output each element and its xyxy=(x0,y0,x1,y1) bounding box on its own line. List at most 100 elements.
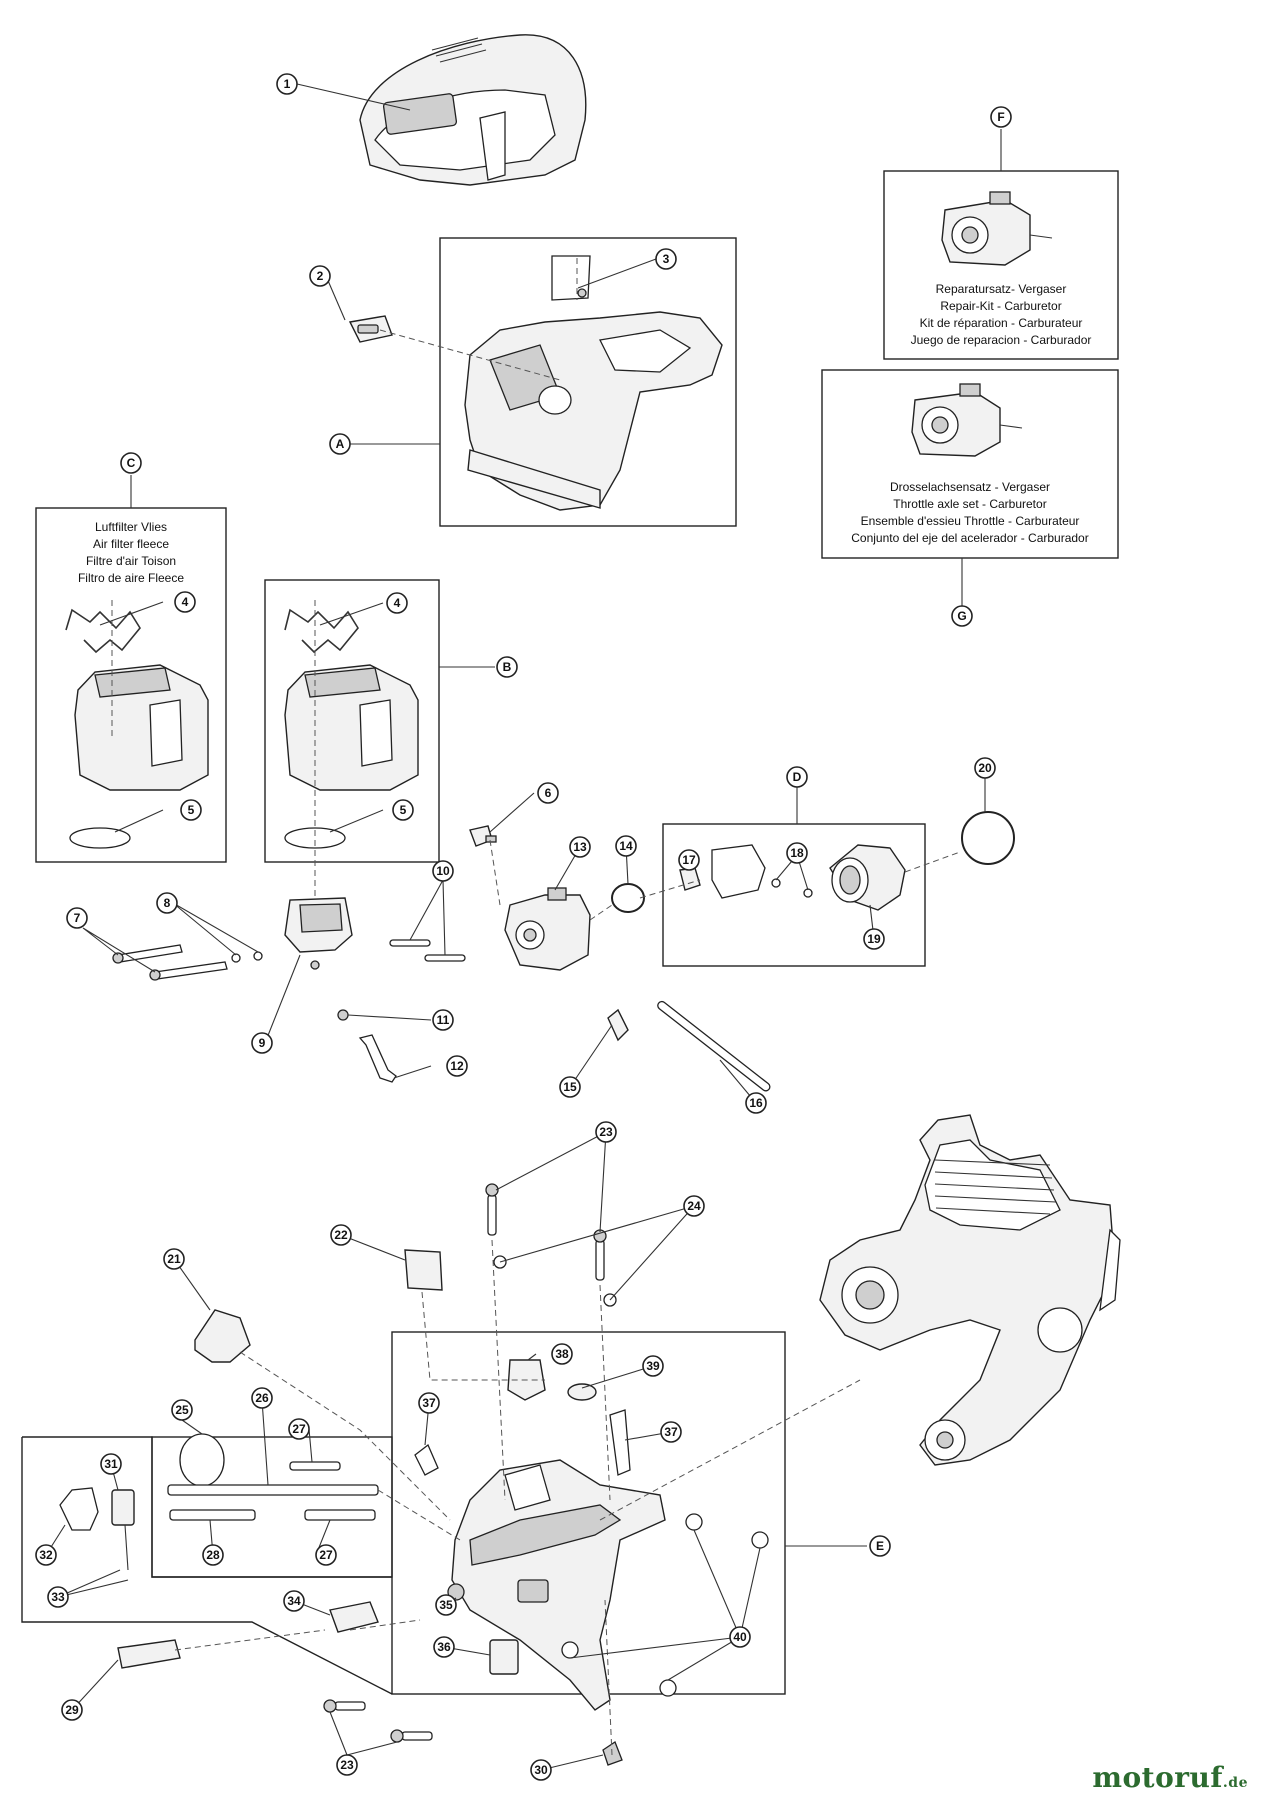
part-pins-10 xyxy=(389,939,466,962)
svg-text:22: 22 xyxy=(334,1228,348,1242)
washer-8b xyxy=(253,951,263,961)
callout-22: 22 xyxy=(330,1224,352,1246)
svg-text:4: 4 xyxy=(182,595,189,609)
rod-28 xyxy=(169,1509,256,1521)
svg-text:1: 1 xyxy=(284,77,291,91)
svg-text:A: A xyxy=(336,437,345,451)
clamp-20 xyxy=(961,811,1015,865)
svg-text:3: 3 xyxy=(663,252,670,266)
caption-g-en: Throttle axle set - Carburetor xyxy=(893,497,1046,511)
callout-40: 40 xyxy=(729,1626,751,1648)
part-clips-37 xyxy=(414,1409,631,1476)
air-filter-b xyxy=(284,664,419,791)
svg-text:14: 14 xyxy=(619,839,633,853)
part-connector-6 xyxy=(469,825,497,847)
bracket-22 xyxy=(404,1249,443,1291)
caption-f-fr: Kit de réparation - Carburateur xyxy=(920,316,1083,330)
part-sleeves-40 xyxy=(561,1513,769,1697)
caption-c-es: Filtro de aire Fleece xyxy=(78,571,184,585)
callout-21: 21 xyxy=(163,1248,185,1270)
svg-text:C: C xyxy=(127,456,136,470)
svg-text:24: 24 xyxy=(687,1199,701,1213)
callout-1: 1 xyxy=(276,73,298,95)
air-filter-c xyxy=(74,664,209,791)
throttle-axle-set xyxy=(911,383,1023,457)
callout-F: F xyxy=(990,106,1012,128)
caption-c-en: Air filter fleece xyxy=(93,537,169,551)
part-carburetor-13 xyxy=(504,887,591,971)
svg-text:2: 2 xyxy=(317,269,324,283)
callout-20: 20 xyxy=(974,757,996,779)
svg-text:4: 4 xyxy=(394,596,401,610)
filter-clip-c xyxy=(65,608,141,654)
part-shroud xyxy=(464,311,723,511)
bracket-15 xyxy=(607,1008,629,1042)
assembly-lines xyxy=(111,258,961,1756)
svg-text:30: 30 xyxy=(534,1763,548,1777)
svg-text:9: 9 xyxy=(259,1036,266,1050)
callout-9: 9 xyxy=(251,1032,273,1054)
engine-block xyxy=(819,1114,1121,1466)
callout-15: 15 xyxy=(559,1076,581,1098)
svg-text:29: 29 xyxy=(65,1703,79,1717)
callout-A: A xyxy=(329,433,351,455)
callout-12: 12 xyxy=(446,1055,468,1077)
carburetor-repair-kit xyxy=(941,191,1053,266)
hose-12 xyxy=(358,1034,397,1083)
part-manifold-19 xyxy=(829,844,906,911)
callout-35: 35 xyxy=(435,1594,457,1616)
callout-23-top: 23 xyxy=(595,1121,617,1143)
washer-18a xyxy=(771,878,781,888)
svg-text:16: 16 xyxy=(749,1096,763,1110)
part-intake-housing-9 xyxy=(284,897,353,970)
rod-27b xyxy=(304,1509,376,1521)
washer-18b xyxy=(803,888,813,898)
svg-text:15: 15 xyxy=(563,1080,577,1094)
brand-tld: .de xyxy=(1222,1775,1248,1791)
callout-D: D xyxy=(786,766,808,788)
callout-29: 29 xyxy=(61,1699,83,1721)
svg-text:17: 17 xyxy=(682,853,696,867)
grommet-39 xyxy=(567,1383,597,1401)
callout-33: 33 xyxy=(47,1586,69,1608)
caption-f-en: Repair-Kit - Carburetor xyxy=(940,299,1061,313)
part-small-tag xyxy=(348,315,393,343)
callout-28: 28 xyxy=(202,1544,224,1566)
box-d xyxy=(662,823,926,967)
callout-39: 39 xyxy=(642,1355,664,1377)
callout-37-left: 37 xyxy=(418,1392,440,1414)
svg-text:21: 21 xyxy=(167,1252,181,1266)
callout-17: 17 xyxy=(678,849,700,871)
svg-text:27: 27 xyxy=(319,1548,333,1562)
svg-text:6: 6 xyxy=(545,786,552,800)
part-flange-17 xyxy=(679,844,766,899)
svg-text:7: 7 xyxy=(74,911,81,925)
nut-35 xyxy=(447,1583,465,1601)
callout-27-top: 27 xyxy=(288,1418,310,1440)
callout-8: 8 xyxy=(156,892,178,914)
svg-text:36: 36 xyxy=(437,1640,451,1654)
callout-B: B xyxy=(496,656,518,678)
caption-g-es: Conjunto del eje del acelerador - Carbur… xyxy=(851,531,1088,545)
svg-text:5: 5 xyxy=(400,803,407,817)
svg-text:E: E xyxy=(876,1539,884,1553)
callout-31: 31 xyxy=(100,1453,122,1475)
svg-text:28: 28 xyxy=(206,1548,220,1562)
svg-text:18: 18 xyxy=(790,846,804,860)
callout-5-c: 5 xyxy=(180,799,202,821)
callout-C: C xyxy=(120,452,142,474)
filter-25 xyxy=(179,1433,225,1487)
svg-text:8: 8 xyxy=(164,896,171,910)
svg-text:23: 23 xyxy=(340,1758,354,1772)
nipple-11 xyxy=(337,1009,349,1021)
bracket-34 xyxy=(329,1601,379,1633)
callout-27-bottom: 27 xyxy=(315,1544,337,1566)
part-screws-7 xyxy=(112,944,228,981)
callout-14: 14 xyxy=(615,835,637,857)
cap-30 xyxy=(602,1741,623,1766)
callout-G: G xyxy=(951,605,973,627)
box-inner-rods xyxy=(151,1436,393,1578)
part-top-cover xyxy=(359,34,587,186)
svg-text:37: 37 xyxy=(422,1396,436,1410)
